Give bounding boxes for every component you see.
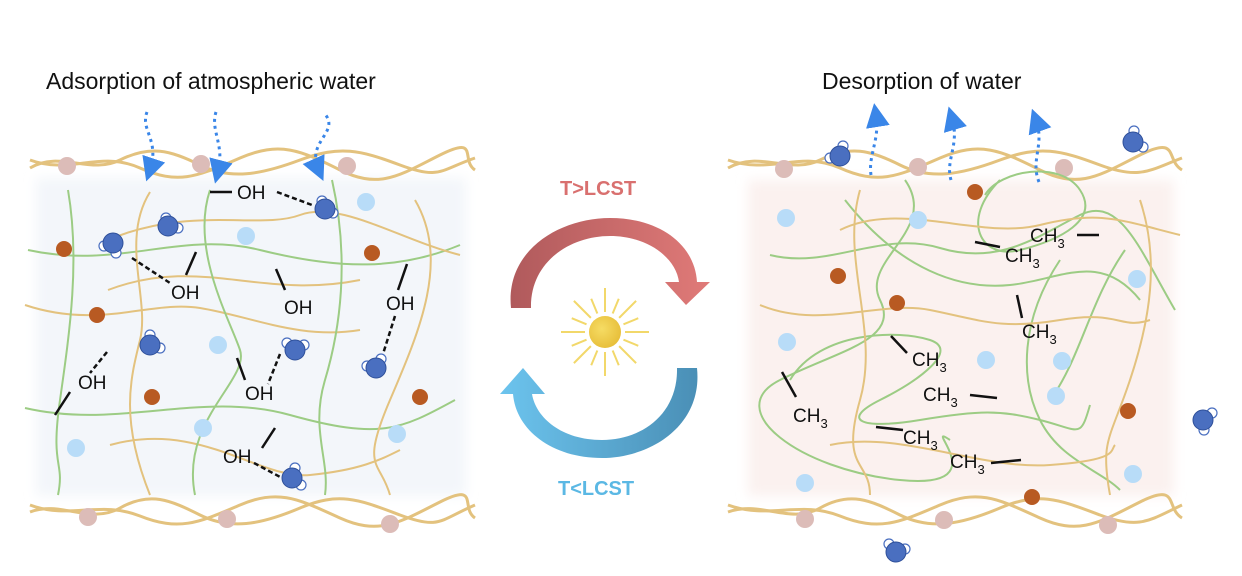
particle-lightblue <box>977 351 995 369</box>
particle-brown <box>830 268 846 284</box>
sun-ray <box>623 317 639 326</box>
sun-ray <box>573 345 592 364</box>
outgoing-arrow <box>866 103 890 176</box>
hydrogen-bonds <box>89 190 397 480</box>
desorption-title: Desorption of water <box>822 68 1022 94</box>
membrane-nodes-right <box>775 158 1117 534</box>
hydroxyl-labels: OH OH OH OH OH OH OH <box>78 183 415 468</box>
particles-left <box>56 193 428 457</box>
desorption-panel: CH3 CH3 CH3 CH3 CH3 CH3 CH3 CH3 <box>727 103 1218 563</box>
oh-label: OH <box>223 447 252 468</box>
ch3-label: CH3 <box>912 350 947 375</box>
particle-brown <box>89 307 105 323</box>
particle-lightblue <box>909 211 927 229</box>
water-molecules-right <box>824 125 1218 563</box>
particle-brown <box>144 389 160 405</box>
particle-lightblue <box>1124 465 1142 483</box>
heating-condition-label: T>LCST <box>560 178 637 200</box>
sun-icon <box>561 288 649 376</box>
cooling-arrow[interactable] <box>500 368 698 458</box>
cooling-condition-label: T<LCST <box>558 478 635 500</box>
outgoing-arrow <box>943 106 967 181</box>
water-molecule <box>281 462 307 491</box>
particle-lightblue <box>194 419 212 437</box>
oh-label: OH <box>237 183 266 204</box>
water-molecule <box>314 195 339 220</box>
membrane-nodes-left <box>58 155 399 533</box>
ch3-label: CH3 <box>793 406 828 431</box>
ch3-label: CH3 <box>923 385 958 410</box>
particle-brown <box>889 295 905 311</box>
sun-ray <box>571 338 587 347</box>
polymer-network-right <box>758 170 1181 496</box>
particle-lightblue <box>67 439 85 457</box>
particle-brown <box>412 389 428 405</box>
incoming-arrow <box>302 114 331 181</box>
oh-label: OH <box>386 294 415 315</box>
water-molecules-left <box>98 195 387 491</box>
hydrogel-matrix-right <box>748 180 1174 496</box>
particle-brown <box>1120 403 1136 419</box>
particle-lightblue <box>357 193 375 211</box>
sun-ray <box>571 317 587 326</box>
sun-ray <box>623 338 639 347</box>
oh-label: OH <box>245 384 274 405</box>
desorption-arrows <box>866 103 1052 183</box>
sun-ray <box>618 300 637 319</box>
particle-lightblue <box>237 227 255 245</box>
sun-ray <box>611 298 620 314</box>
adsorption-title: Adsorption of atmospheric water <box>46 68 376 94</box>
oh-label: OH <box>171 283 200 304</box>
membrane-fibers-left <box>29 146 476 528</box>
lcst-cycle <box>500 218 710 458</box>
methyl-labels: CH3 CH3 CH3 CH3 CH3 CH3 CH3 CH3 <box>793 226 1065 477</box>
adsorption-panel: OH OH OH OH OH OH OH <box>24 111 476 533</box>
particle-brown <box>967 184 983 200</box>
ch3-label: CH3 <box>903 428 938 453</box>
water-molecule <box>883 538 911 563</box>
particles-right <box>777 184 1146 505</box>
particle-brown <box>56 241 72 257</box>
particle-brown <box>364 245 380 261</box>
particle-lightblue <box>796 474 814 492</box>
water-molecule <box>98 232 124 259</box>
ch3-label: CH3 <box>950 452 985 477</box>
oh-label: OH <box>284 298 313 319</box>
ch3-label: CH3 <box>1030 226 1065 251</box>
water-molecule <box>1192 407 1218 436</box>
particle-lightblue <box>388 425 406 443</box>
oh-label: OH <box>78 373 107 394</box>
adsorption-arrows <box>142 111 331 184</box>
heating-arrow[interactable] <box>510 218 710 308</box>
water-molecule <box>824 140 851 167</box>
sun-ray <box>573 300 592 319</box>
particle-lightblue <box>1053 352 1071 370</box>
water-molecule <box>1122 125 1149 153</box>
particle-lightblue <box>778 333 796 351</box>
water-molecule <box>157 212 184 237</box>
ch3-label: CH3 <box>1005 246 1040 271</box>
sun-ray <box>590 298 599 314</box>
particle-lightblue <box>209 336 227 354</box>
sun-ray <box>590 350 599 366</box>
water-molecule <box>281 337 310 361</box>
water-molecule <box>139 329 166 356</box>
water-molecule <box>361 353 387 379</box>
methyl-bonds <box>780 233 1099 465</box>
sun-ray <box>618 345 637 364</box>
hydroxyl-bonds <box>53 190 409 449</box>
particle-brown <box>1024 489 1040 505</box>
ch3-label: CH3 <box>1022 322 1057 347</box>
particle-lightblue <box>777 209 795 227</box>
particle-lightblue <box>1047 387 1065 405</box>
particle-lightblue <box>1128 270 1146 288</box>
outgoing-arrow <box>1028 108 1052 183</box>
polymer-network-left <box>24 179 461 496</box>
sun-ray <box>611 350 620 366</box>
incoming-arrow <box>209 111 233 184</box>
incoming-arrow <box>142 111 166 182</box>
